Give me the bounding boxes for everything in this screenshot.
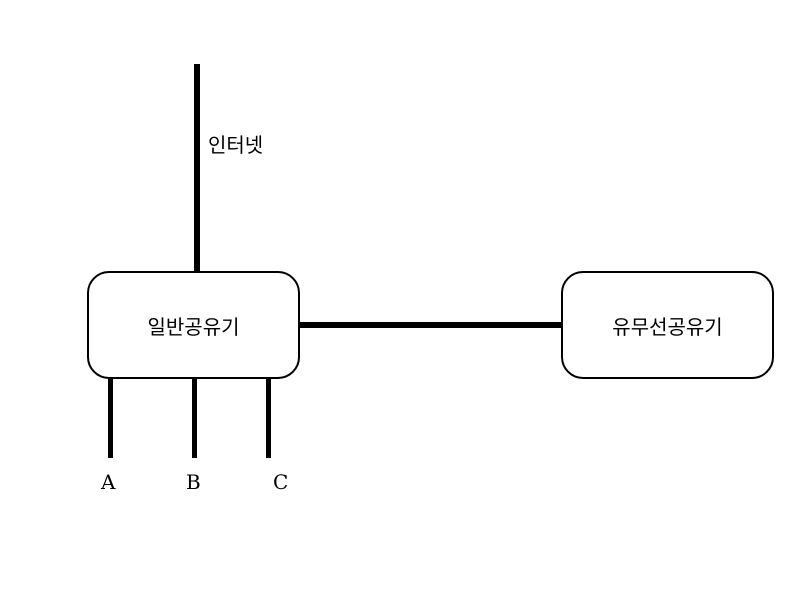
internet-line <box>194 64 200 272</box>
port-b-line <box>192 378 197 458</box>
port-c-line <box>266 378 271 458</box>
port-b-label: B <box>186 470 201 494</box>
port-a-line <box>108 378 113 458</box>
general-router-box: 일반공유기 <box>87 271 300 379</box>
port-c-label: C <box>273 470 289 494</box>
wireless-router-label: 유무선공유기 <box>612 314 723 339</box>
port-a-label: A <box>101 470 116 494</box>
general-router-label: 일반공유기 <box>147 314 240 339</box>
internet-label: 인터넷 <box>208 133 264 157</box>
router-link-line <box>298 322 562 328</box>
wireless-router-box: 유무선공유기 <box>561 271 774 379</box>
